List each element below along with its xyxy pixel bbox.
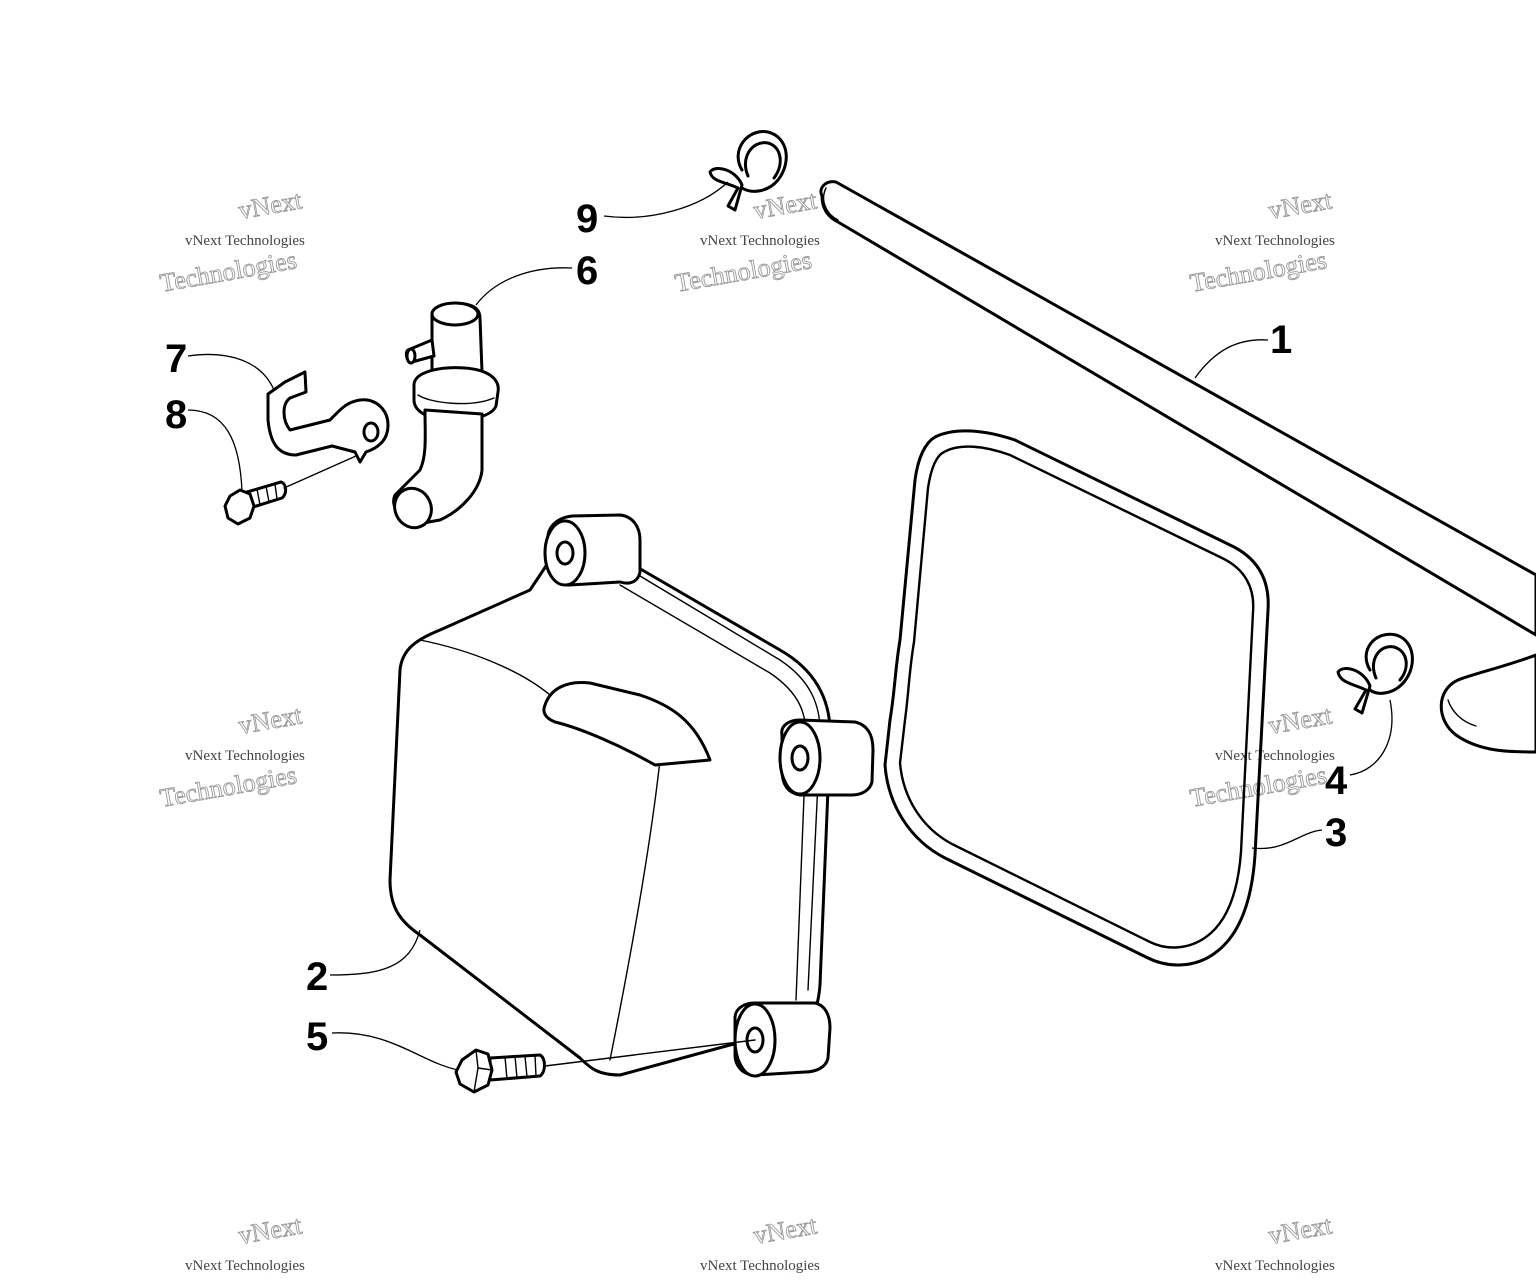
callout-2: 2	[306, 955, 328, 999]
watermark-8: vNext vNext Technologies Technologies	[672, 1210, 820, 1280]
callout-6: 6	[576, 249, 598, 293]
callout-3: 3	[1325, 811, 1347, 855]
breather-hose	[819, 180, 1536, 754]
watermark-1: vNext vNext Technologies Technologies	[157, 185, 305, 298]
callout-1: 1	[1270, 318, 1292, 362]
watermark-4: vNext vNext Technologies Technologies	[157, 700, 305, 813]
valve-cover	[388, 513, 875, 1078]
svg-text:Technologies: Technologies	[1188, 245, 1329, 298]
svg-text:vNext Technologies: vNext Technologies	[185, 748, 305, 764]
leader-9	[603, 181, 729, 219]
leader-lines	[187, 181, 1393, 1071]
watermark-3: vNext vNext Technologies Technologies	[1187, 185, 1335, 298]
leader-5	[331, 1032, 459, 1071]
hose-bracket	[266, 370, 390, 464]
svg-text:Technologies: Technologies	[158, 245, 299, 298]
svg-text:vNext Technologies: vNext Technologies	[1215, 233, 1335, 249]
leader-6	[475, 267, 573, 306]
callouts: 1 2 3 4 5 6 7 8 9	[165, 197, 1348, 1059]
svg-text:vNext: vNext	[236, 1210, 304, 1250]
callout-5: 5	[306, 1015, 328, 1059]
leader-2	[329, 929, 421, 976]
leader-4	[1349, 699, 1393, 776]
gasket	[883, 429, 1270, 967]
callout-9: 9	[576, 197, 598, 241]
cover-bolt	[454, 1048, 546, 1094]
bracket-bolt	[223, 455, 357, 526]
watermark-7: vNext vNext Technologies Technologies	[157, 1210, 305, 1280]
svg-text:vNext: vNext	[236, 700, 304, 740]
callout-4: 4	[1325, 759, 1348, 803]
watermark-2: vNext vNext Technologies Technologies	[672, 185, 820, 298]
leader-1	[1194, 339, 1269, 379]
svg-text:vNext Technologies: vNext Technologies	[185, 1258, 305, 1274]
svg-text:vNext Technologies: vNext Technologies	[185, 233, 305, 249]
svg-text:vNext Technologies: vNext Technologies	[1215, 1258, 1335, 1274]
svg-text:vNext: vNext	[1266, 700, 1334, 740]
svg-text:Technologies: Technologies	[158, 760, 299, 813]
callout-8: 8	[165, 393, 187, 437]
hose-clamp-lower	[1336, 632, 1414, 715]
hose-clamp-upper	[708, 130, 788, 212]
svg-text:vNext: vNext	[1266, 1210, 1334, 1250]
svg-text:vNext: vNext	[1266, 185, 1334, 225]
pcv-elbow	[392, 301, 500, 530]
svg-text:vNext Technologies: vNext Technologies	[700, 233, 820, 249]
leader-8	[187, 409, 243, 493]
svg-text:vNext: vNext	[236, 185, 304, 225]
svg-text:Technologies: Technologies	[673, 245, 814, 298]
svg-text:vNext Technologies: vNext Technologies	[700, 1258, 820, 1274]
svg-text:vNext: vNext	[751, 1210, 819, 1250]
callout-7: 7	[165, 337, 187, 381]
watermark-9: vNext vNext Technologies Technologies	[1187, 1210, 1335, 1280]
leader-7	[187, 353, 275, 391]
leader-3	[1251, 829, 1323, 850]
